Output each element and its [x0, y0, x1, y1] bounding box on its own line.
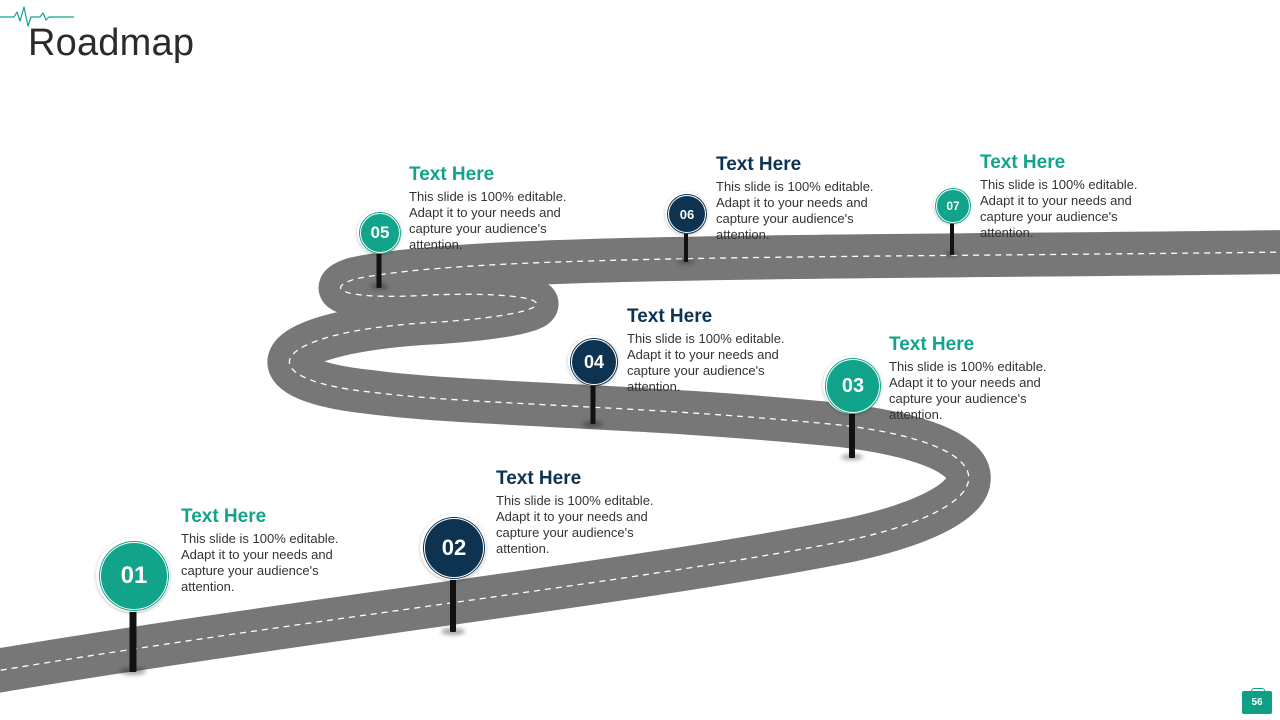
pin-shadow	[583, 421, 603, 427]
milestone-description: This slide is 100% editable. Adapt it to…	[980, 177, 1138, 240]
pin-pole	[129, 608, 137, 672]
milestone-number: 01	[120, 562, 148, 589]
milestone-heading: Text Here	[716, 154, 802, 175]
milestone-heading: Text Here	[627, 306, 713, 327]
pin-pole	[950, 219, 954, 255]
milestone-heading: Text Here	[496, 468, 582, 489]
milestone-number: 04	[583, 351, 605, 372]
milestone-number: 03	[841, 374, 865, 397]
milestone-text-06: Text Here This slide is 100% editable. A…	[716, 154, 876, 243]
milestone-description: This slide is 100% editable. Adapt it to…	[627, 331, 785, 394]
milestone-number: 06	[679, 206, 695, 222]
milestone-number: 07	[946, 199, 960, 213]
milestone-number: 02	[441, 535, 467, 560]
pin-disc: 05	[360, 213, 400, 253]
milestone-description: This slide is 100% editable. Adapt it to…	[181, 531, 339, 594]
page-number: 56	[1242, 691, 1272, 714]
pin-pole	[590, 382, 596, 424]
pin-pole	[849, 410, 855, 458]
milestone-pin-03: 03	[823, 356, 881, 464]
pin-disc: 07	[936, 189, 970, 223]
milestone-number: 05	[370, 223, 390, 242]
pin-disc: 01	[100, 542, 168, 610]
milestone-pin-04: 04	[568, 336, 618, 430]
milestone-text-04: Text Here This slide is 100% editable. A…	[627, 306, 787, 395]
milestone-heading: Text Here	[409, 164, 495, 185]
milestone-pin-01: 01	[96, 538, 170, 678]
milestone-heading: Text Here	[181, 506, 267, 527]
milestone-text-01: Text Here This slide is 100% editable. A…	[181, 506, 341, 595]
milestone-text-05: Text Here This slide is 100% editable. A…	[409, 164, 569, 253]
milestone-description: This slide is 100% editable. Adapt it to…	[496, 493, 654, 556]
milestone-pin-07: 07	[934, 187, 970, 259]
milestone-pin-05: 05	[357, 210, 401, 292]
pin-disc: 04	[571, 339, 617, 385]
milestone-text-07: Text Here This slide is 100% editable. A…	[980, 152, 1140, 241]
heartbeat-icon	[0, 6, 74, 27]
pin-disc: 06	[668, 195, 706, 233]
pin-pole	[376, 250, 382, 288]
pin-disc: 03	[826, 359, 880, 413]
milestone-description: This slide is 100% editable. Adapt it to…	[716, 179, 874, 242]
milestone-text-02: Text Here This slide is 100% editable. A…	[496, 468, 656, 557]
page-number-badge: 56	[1242, 688, 1272, 714]
milestone-description: This slide is 100% editable. Adapt it to…	[409, 189, 567, 252]
milestone-heading: Text Here	[980, 152, 1066, 173]
milestone-pin-06: 06	[665, 192, 707, 266]
milestone-heading: Text Here	[889, 334, 975, 355]
milestone-text-03: Text Here This slide is 100% editable. A…	[889, 334, 1049, 423]
milestone-pin-02: 02	[420, 514, 486, 638]
milestone-description: This slide is 100% editable. Adapt it to…	[889, 359, 1047, 422]
pin-pole	[684, 230, 688, 262]
pin-disc: 02	[424, 518, 484, 578]
pin-pole	[450, 576, 456, 632]
slide-title: Roadmap	[28, 22, 195, 64]
